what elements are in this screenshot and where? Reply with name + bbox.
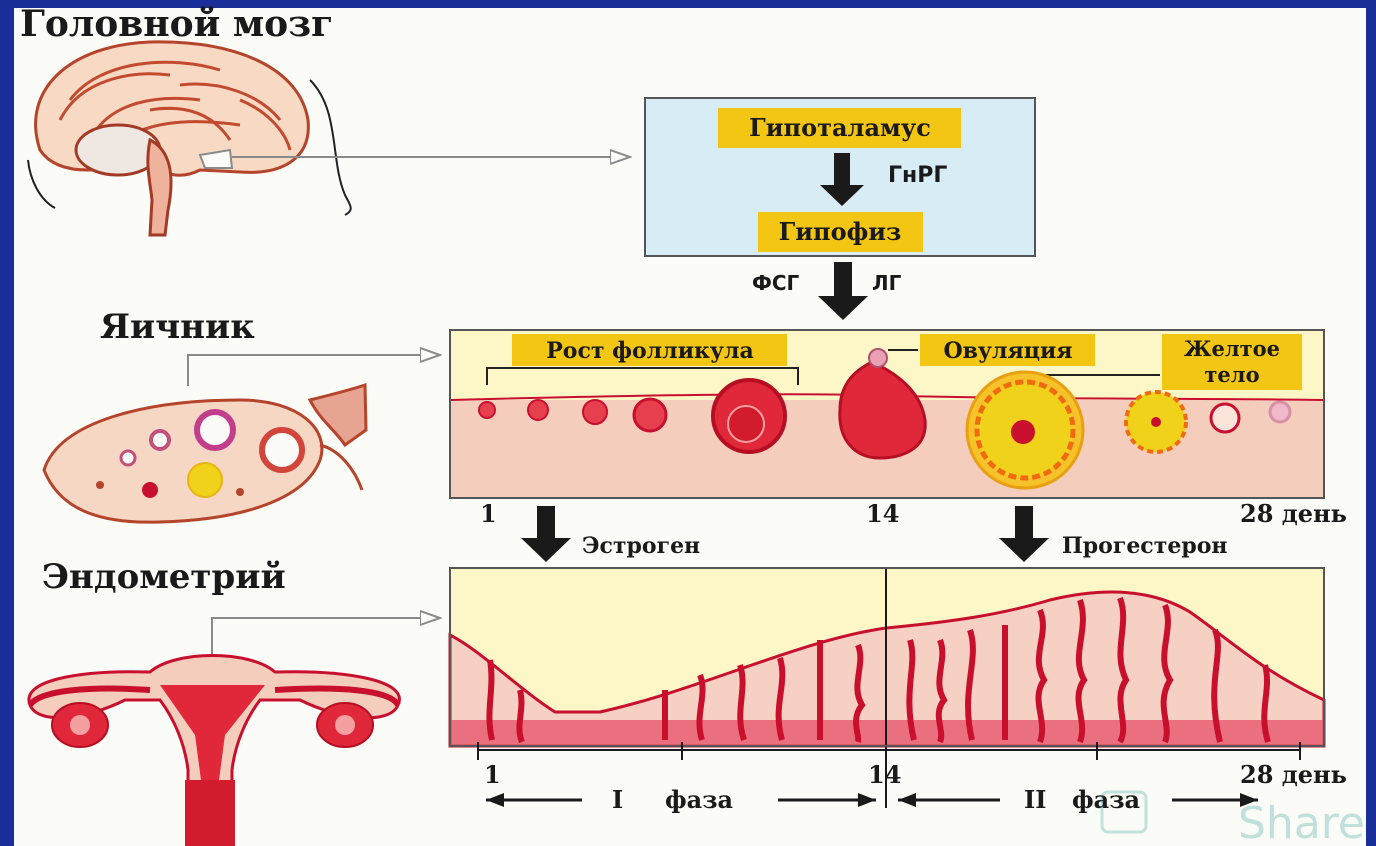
ovary-day-start: 1 (480, 499, 497, 528)
endometrium-day-end: 28 день (1240, 760, 1347, 789)
fsh-label: ФСГ (752, 271, 800, 295)
endometrium-day-start: 1 (484, 760, 501, 789)
ovary-day-mid: 14 (866, 499, 899, 528)
ovary-day-end: 28 день (1240, 499, 1347, 528)
ovary-title: Яичник (100, 307, 255, 347)
phase1-word: фаза (665, 785, 733, 814)
hypothalamus-label: Гипоталамус (749, 113, 931, 142)
lh-label: ЛГ (872, 271, 902, 295)
progesterone-label: Прогестерон (1062, 533, 1228, 559)
brain-title: Головной мозг (20, 3, 333, 45)
phase2-number: II (1024, 785, 1046, 814)
endometrium-day-mid: 14 (868, 760, 901, 789)
phase1-number: I (612, 785, 623, 814)
ovulation-label: Овуляция (943, 338, 1072, 364)
gnrh-label: ГнРГ (888, 163, 947, 188)
follicle-growth-label: Рост фолликула (546, 338, 754, 364)
endometrium-title: Эндометрий (42, 557, 286, 597)
share-watermark-text: Share (1238, 798, 1365, 846)
corpus-luteum-line2: тело (1204, 362, 1259, 387)
corpus-luteum-line1: Желтое (1184, 336, 1280, 361)
estrogen-label: Эстроген (582, 533, 700, 559)
pituitary-label: Гипофиз (779, 217, 902, 246)
phase2-word: фаза (1072, 785, 1140, 814)
